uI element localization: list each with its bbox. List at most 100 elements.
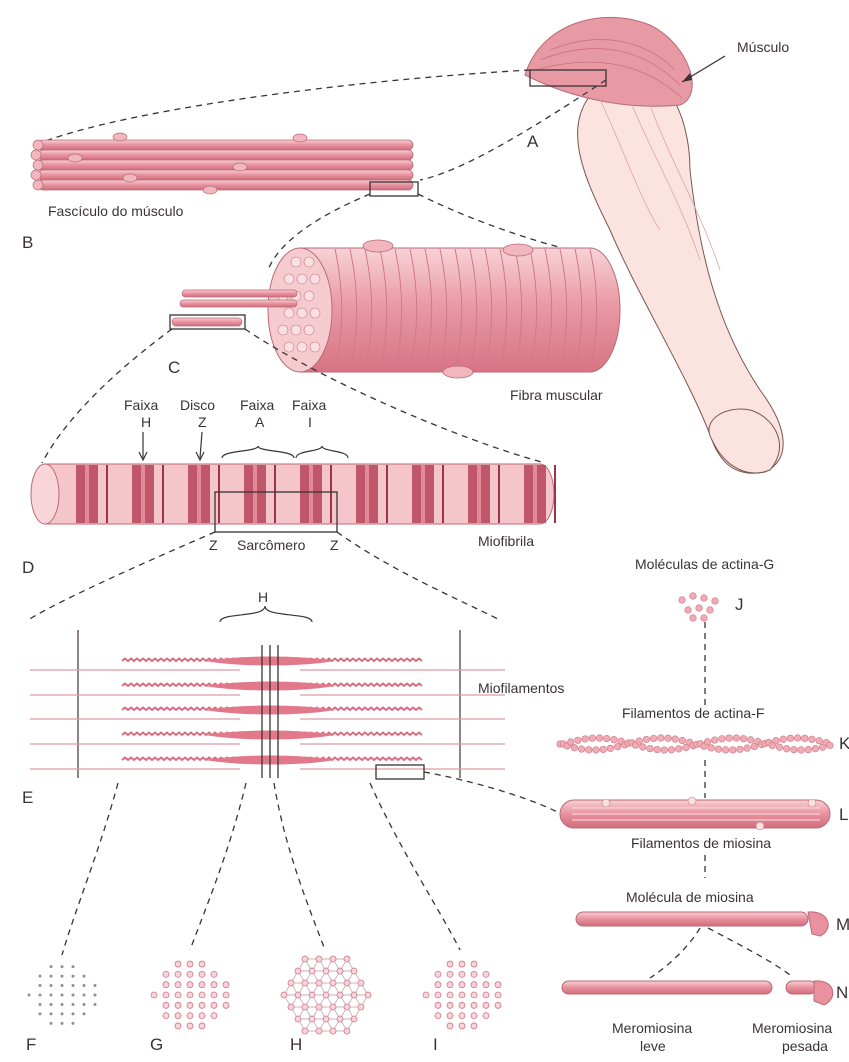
z-line xyxy=(386,465,388,523)
actin-bead xyxy=(679,737,686,744)
filament-section xyxy=(61,1012,64,1015)
filament-section xyxy=(483,982,489,988)
filament-section xyxy=(316,1028,322,1034)
h-zone xyxy=(85,465,89,523)
filament-section xyxy=(61,975,64,978)
h-zone xyxy=(253,465,257,523)
filament-section xyxy=(447,1023,453,1029)
actin-bead xyxy=(643,736,650,743)
panel-label-l: L xyxy=(839,805,848,824)
actin-bead xyxy=(704,738,711,745)
filament-section xyxy=(344,956,350,962)
filament-section xyxy=(83,994,86,997)
actin-bead xyxy=(647,745,654,752)
actin-bead xyxy=(794,735,801,742)
cross-section-f xyxy=(28,965,97,1025)
actin-bead xyxy=(654,746,661,753)
filament-section xyxy=(211,982,217,988)
z-line xyxy=(218,465,220,523)
filament-section xyxy=(50,975,53,978)
filament-section xyxy=(471,961,477,967)
cross-section-g xyxy=(151,961,229,1029)
actin-bead xyxy=(589,735,596,742)
actin-bead xyxy=(675,746,682,753)
fascicle-illustration xyxy=(31,133,418,196)
filament-section xyxy=(199,1023,205,1029)
fibra-label: Fibra muscular xyxy=(510,387,603,403)
panel-label-j: J xyxy=(735,595,744,614)
miofilamentos-label: Miofilamentos xyxy=(478,680,564,696)
panel-label-m: M xyxy=(836,915,849,934)
filament-section xyxy=(435,1002,441,1008)
actin-bead xyxy=(611,736,618,743)
filament-section xyxy=(459,1002,465,1008)
actin-g-monomer xyxy=(701,615,708,622)
filament-section xyxy=(330,1028,336,1034)
actin-bead xyxy=(816,737,823,744)
filament-section xyxy=(163,971,169,977)
myofibril-end xyxy=(291,257,301,267)
zoom-line-e-i xyxy=(370,783,460,950)
filament-section xyxy=(302,956,308,962)
panel-label-b: B xyxy=(22,233,33,252)
actin-g-molecules xyxy=(679,593,719,622)
filament-section xyxy=(435,992,441,998)
filament-section xyxy=(447,971,453,977)
filament-section xyxy=(447,1013,453,1019)
zoom-line-d-e-left xyxy=(28,532,215,620)
filament-section xyxy=(50,984,53,987)
actin-bead xyxy=(593,747,600,754)
filament-section xyxy=(316,1004,322,1010)
filament-section xyxy=(163,1002,169,1008)
filament-section xyxy=(50,994,53,997)
actin-f-filament xyxy=(557,735,834,754)
filament-section xyxy=(459,1023,465,1029)
filament-section xyxy=(435,971,441,977)
zoom-line-e-g xyxy=(190,783,246,950)
z-line xyxy=(554,465,556,523)
z-line xyxy=(330,465,332,523)
disco-z-label-2: Z xyxy=(198,414,207,430)
actin-bead xyxy=(586,747,593,754)
h-zone xyxy=(197,465,201,523)
filament-section xyxy=(471,971,477,977)
z-line xyxy=(498,465,500,523)
faixa-a-label-1: Faixa xyxy=(240,397,274,413)
filament-section xyxy=(423,992,429,998)
filament-section xyxy=(309,968,315,974)
actin-bead xyxy=(776,744,783,751)
filament-section xyxy=(199,992,205,998)
actin-bead xyxy=(809,736,816,743)
filament-section xyxy=(175,1023,181,1029)
filament-section xyxy=(61,1022,64,1025)
filament-section xyxy=(471,1013,477,1019)
panel-label-a: A xyxy=(527,132,539,151)
filament-section xyxy=(471,982,477,988)
filament-section xyxy=(330,1004,336,1010)
filament-section xyxy=(459,992,465,998)
filament-section xyxy=(337,992,343,998)
actin-bead xyxy=(636,738,643,745)
filament-section xyxy=(94,994,97,997)
actin-g-monomer xyxy=(679,597,686,604)
filament-section xyxy=(72,994,75,997)
filament-section xyxy=(175,1013,181,1019)
zoom-line-e-h xyxy=(274,783,325,950)
filament-section xyxy=(39,984,42,987)
filament-section xyxy=(337,1016,343,1022)
actin-bead xyxy=(787,735,794,742)
myofibril-end xyxy=(284,274,294,284)
filament-selection-box xyxy=(376,765,424,779)
faixa-h-label-2: H xyxy=(141,414,151,430)
faixa-h-label-1: Faixa xyxy=(124,397,158,413)
filament-section xyxy=(72,965,75,968)
meromiosina-leve-label-2: leve xyxy=(640,1038,666,1054)
filament-section xyxy=(323,968,329,974)
actin-bead xyxy=(665,735,672,742)
actin-bead xyxy=(668,746,675,753)
filament-section xyxy=(330,956,336,962)
filament-section xyxy=(351,968,357,974)
actin-bead xyxy=(726,735,733,742)
zoom-line-e-f xyxy=(62,783,118,955)
